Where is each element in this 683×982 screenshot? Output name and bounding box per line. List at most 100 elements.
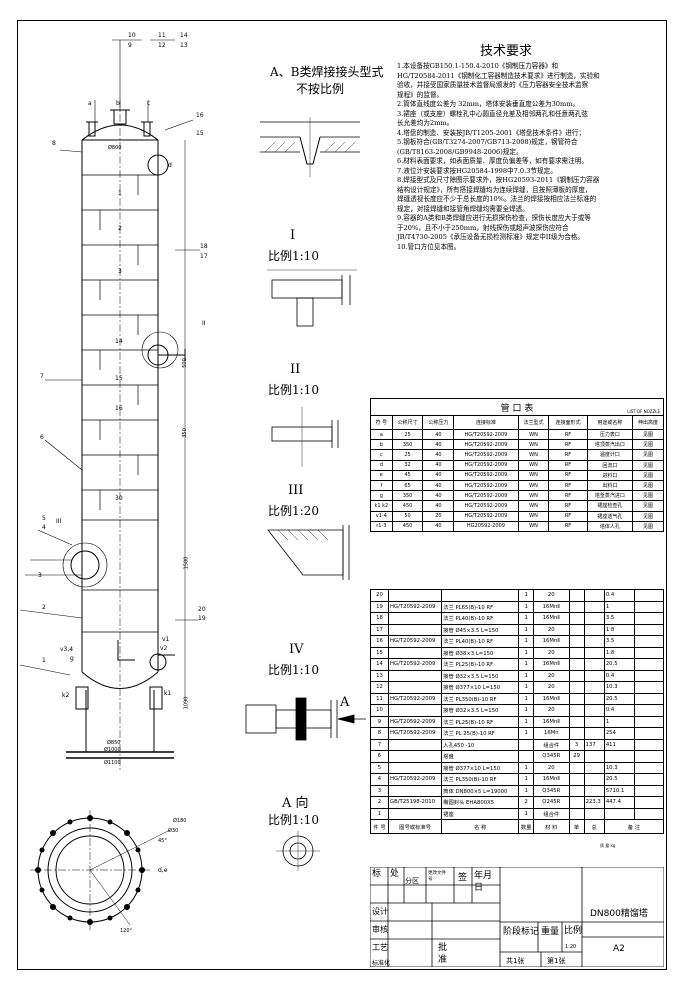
callout-ii: II: [202, 320, 206, 327]
nozzle-cell: 450: [391, 520, 424, 532]
nozzle-cell: 塔釜蒸汽进口: [586, 490, 634, 502]
bom-cell: [583, 658, 605, 671]
bom-cell: 447.4: [603, 796, 635, 809]
bom-cell: [568, 658, 585, 671]
bom-cell: 4: [370, 773, 389, 786]
bom-cell: 0.4: [603, 589, 635, 602]
bom-cell: 塔盘: [441, 750, 520, 763]
tb-label-scale: 比例: [564, 926, 583, 936]
bom-cell: [387, 784, 443, 797]
nozzle-cell: HG/T20592-2009: [453, 449, 519, 461]
bom-cell: [583, 669, 605, 682]
nozzle-table-title-en: LIST OF NOZZLE: [627, 409, 660, 414]
bom-cell: [387, 589, 443, 602]
bom-cell: [633, 784, 665, 797]
bom-cell: 17: [370, 623, 389, 636]
requirement-line: 规程》的监督。: [397, 90, 444, 99]
nozzle-cell: 40: [422, 479, 455, 492]
nozzle-cell: 50: [391, 510, 424, 522]
bom-cell: 14: [370, 658, 389, 671]
bom-cell: [568, 807, 585, 820]
bom-cell: HG/T20592-2009: [387, 715, 443, 728]
bom-cell: [583, 681, 605, 694]
tb-total-sheets: 共1张: [506, 957, 525, 965]
nozzle-cell: d: [370, 459, 393, 471]
bom-cell: [583, 715, 605, 728]
dim-dia-180: Ø180: [173, 818, 187, 824]
requirement-line: 9.容器的A类和B类焊缝应进行无损探伤检查，探伤长度应大于或等: [397, 214, 591, 222]
tb-label-standard: 标准化: [372, 960, 391, 967]
nozzle-label-k1: k1: [164, 690, 172, 697]
bom-cell: [633, 681, 665, 694]
nozzle-cell: f: [370, 479, 393, 492]
tb-scale-value: 1:20: [565, 944, 577, 950]
bom-cell: 16MnⅡ: [533, 773, 570, 786]
part-label-5: 5: [42, 515, 46, 522]
nozzle-cell: 40: [422, 490, 455, 502]
tb-label-approve: 批准: [438, 943, 448, 965]
bom-cell: [387, 750, 443, 763]
bom-cell: [583, 600, 605, 613]
bom-cell: 18: [370, 612, 389, 625]
nozzle-label-v2: v2: [160, 645, 168, 652]
bom-cell: [568, 715, 585, 728]
nozzle-cell: c: [370, 449, 393, 461]
bom-cell: 16: [370, 635, 389, 648]
bom-cell: [633, 692, 665, 705]
bom-cell: 接管 Ø377×10 L=150: [441, 761, 520, 774]
nozzle-cell: 裙座检查孔: [586, 500, 634, 512]
nozzle-cell: RF: [548, 439, 588, 451]
nozzle-cell: 40: [422, 520, 455, 532]
bom-cell: 16Mn: [533, 727, 570, 740]
requirement-line: 5.钢板符合(GB/T3274-2007/GB713-2008)规定，钢管符合: [397, 138, 578, 146]
detail-i-title: I: [290, 228, 296, 243]
bom-cell: 20.5: [603, 658, 635, 671]
bom-cell: [633, 635, 665, 648]
nozzle-cell: 压力表口: [586, 428, 634, 441]
nozzle-header: 伸出高度: [632, 415, 664, 430]
nozzle-label-g: g: [70, 655, 74, 662]
tb-label-review: 审核: [372, 925, 388, 934]
bom-cell: 1: [603, 715, 635, 728]
bom-cell: [387, 646, 443, 659]
nozzle-cell: RF: [548, 428, 588, 441]
detail-iii-scale: 比例1:20: [268, 504, 319, 518]
nozzle-cell: RF: [548, 469, 588, 481]
nozzle-cell: 20: [422, 510, 455, 522]
nozzle-label-v34: v3,4: [60, 646, 74, 653]
nozzle-cell: WN: [517, 439, 550, 451]
bom-cell: [633, 761, 665, 774]
nozzle-cell: 32: [391, 459, 424, 471]
nozzle-cell: RF: [548, 500, 588, 512]
dim-1500: 1500: [183, 556, 190, 570]
bom-cell: 254: [603, 727, 635, 740]
title-block: [370, 867, 664, 967]
bom-cell: 0.4: [603, 704, 635, 717]
bom-cell: [583, 589, 605, 602]
nozzle-cell: 450: [391, 500, 424, 512]
bom-cell: HG/T20592-2009: [387, 773, 443, 786]
requirement-line: 7.液位计安装要求按HG20584-1998中7.0.3节规定。: [397, 166, 557, 175]
nozzle-cell: 塔体人孔: [586, 520, 634, 532]
nozzle-cell: HG/T20592-2009: [453, 500, 519, 512]
nozzle-cell: 见图: [632, 510, 664, 522]
nozzle-cell: 见图: [632, 439, 664, 451]
bom-cell: 1: [370, 807, 389, 820]
dim-dia-30: Ø30: [168, 828, 179, 834]
detail-i-graphic: [267, 269, 357, 327]
bom-cell: 1: [518, 669, 535, 682]
dim-dia-1100: Ø1100: [104, 760, 121, 766]
bom-cell: [518, 738, 535, 751]
bom-footer: 件 号: [370, 819, 389, 834]
